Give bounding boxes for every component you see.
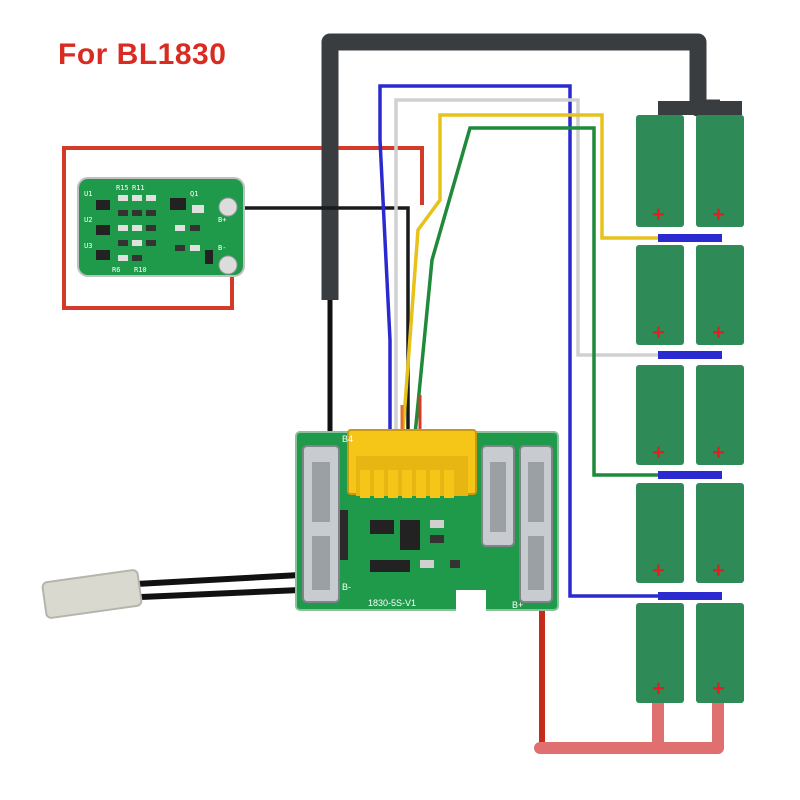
small-board-label-r15: R15 xyxy=(116,184,129,192)
battery-cell xyxy=(636,115,684,227)
cell-plus-marker: + xyxy=(652,202,665,227)
main-board-silkscreen: 1830-5S-V1 xyxy=(368,598,416,608)
battery-cell xyxy=(696,603,744,703)
thermistor-head xyxy=(41,569,143,619)
main-bms-board: 1830-5S-V1 B4 B- B+ xyxy=(295,429,559,618)
thermistor-sensor xyxy=(41,569,301,619)
small-board-red-wire xyxy=(62,146,424,310)
small-board-label-u2: U2 xyxy=(84,216,92,224)
small-protection-board: R15 R11 Q1 U1 U2 U3 R6 R10 B+ B- xyxy=(77,177,245,277)
diagram-title: For BL1830 xyxy=(58,38,227,71)
small-board-pad-b-minus xyxy=(218,255,238,275)
cell-plus-marker: + xyxy=(712,676,725,701)
white-balance-wire xyxy=(394,98,720,445)
cell-plus-marker: + xyxy=(712,440,725,465)
battery-cell xyxy=(636,245,684,345)
main-board-label-b4: B4 xyxy=(342,434,353,444)
small-board-label-r11: R11 xyxy=(132,184,145,192)
small-board-label-b-plus: B+ xyxy=(218,216,226,224)
small-board-pad-b-plus xyxy=(218,197,238,217)
cell-plus-marker: + xyxy=(652,440,665,465)
small-board-label-u1: U1 xyxy=(84,190,92,198)
small-board-label-b-minus: B- xyxy=(218,244,226,252)
cell-plus-markers: + + + + + + + + + + xyxy=(652,202,725,701)
battery-cell xyxy=(696,115,744,227)
cell-plus-marker: + xyxy=(712,558,725,583)
battery-cell xyxy=(696,365,744,465)
yellow-balance-wire xyxy=(400,113,720,446)
battery-pack xyxy=(636,115,744,703)
battery-cell xyxy=(636,365,684,465)
small-board-label-r10: R10 xyxy=(134,266,147,274)
bottom-positive-strap xyxy=(534,694,724,754)
small-board-black-wire xyxy=(232,206,410,445)
battery-cell xyxy=(696,245,744,345)
main-board-label-b-plus: B+ xyxy=(512,600,523,610)
battery-cell xyxy=(636,483,684,583)
battery-cell xyxy=(636,603,684,703)
small-board-label-q1: Q1 xyxy=(190,190,198,198)
cell-plus-marker: + xyxy=(712,202,725,227)
small-board-label-r6: R6 xyxy=(112,266,120,274)
small-board-label-u3: U3 xyxy=(84,242,92,250)
cell-plus-marker: + xyxy=(652,676,665,701)
main-board-label-b-minus: B- xyxy=(342,582,351,592)
cell-plus-marker: + xyxy=(712,320,725,345)
cell-plus-marker: + xyxy=(652,558,665,583)
cell-plus-marker: + xyxy=(652,320,665,345)
green-balance-wire xyxy=(412,126,720,477)
battery-cell xyxy=(696,483,744,583)
blue-balance-wire xyxy=(378,84,720,598)
